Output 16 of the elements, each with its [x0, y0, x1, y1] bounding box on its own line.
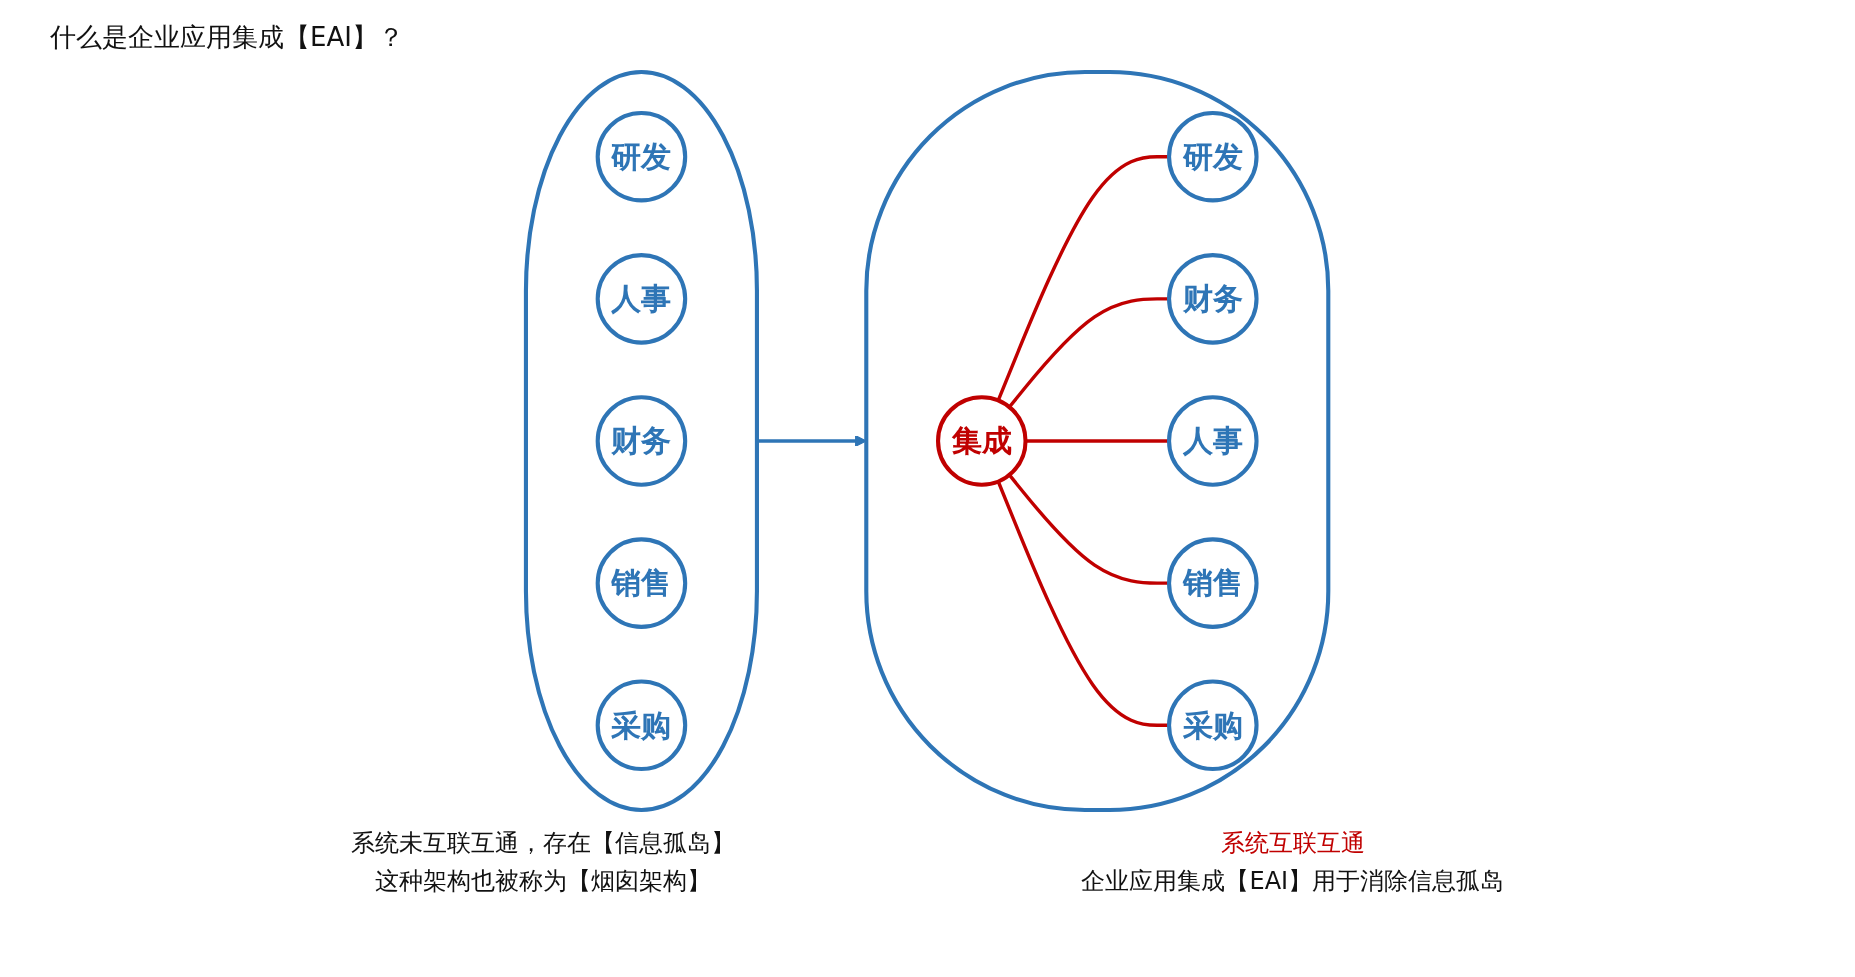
caption-text: 企业应用集成【EAI】用于消除信息孤岛: [1081, 866, 1505, 897]
node-circle: 研发: [1167, 110, 1259, 203]
node-circle: 采购: [1167, 679, 1259, 772]
caption-text: 系统未互联互通，存在【信息孤岛】: [350, 828, 735, 859]
node-circle: 集成: [936, 395, 1028, 487]
node-circle: 财务: [1167, 253, 1259, 345]
caption-text: 系统互联互通: [1219, 828, 1366, 859]
caption-text: 这种架构也被称为【烟囱架构】: [373, 866, 712, 897]
node-circle: 研发: [596, 110, 688, 203]
node-circle: 采购: [596, 679, 688, 772]
node-circle: 销售: [1167, 537, 1259, 629]
node-circle: 人事: [596, 253, 688, 345]
node-circle: 销售: [596, 537, 688, 629]
heading: 什么是企业应用集成【EAI】？: [50, 21, 405, 54]
node-circle: 财务: [596, 395, 688, 487]
node-circle: 人事: [1167, 395, 1259, 487]
